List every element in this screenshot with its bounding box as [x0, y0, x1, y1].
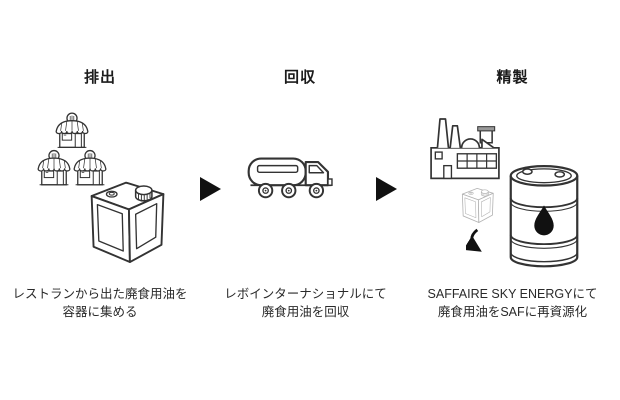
stage-label-collection: 回収	[283, 69, 316, 86]
caption-line: 廃食用油を回収	[261, 305, 350, 319]
stage-caption-refining: SAFFAIRE SKY ENERGYにて 廃食用油をSAFに再資源化	[405, 285, 620, 321]
stage-caption-discharge: レストランから出た廃食用油を 容器に集める	[0, 285, 200, 321]
oil-drum-icon	[509, 164, 579, 268]
caption-line: レストランから出た廃食用油を	[12, 287, 188, 301]
flow-arrow-icon	[376, 177, 397, 201]
caption-line: 容器に集める	[62, 305, 138, 319]
oil-droplet-icon	[534, 205, 554, 236]
small-can-icon	[459, 183, 497, 225]
tank-truck-icon	[247, 157, 333, 199]
factory-icon	[430, 118, 500, 180]
truck-wheels	[257, 182, 325, 199]
stage-label-discharge: 排出	[83, 69, 116, 86]
caption-line: レボインターナショナルにて	[224, 287, 387, 301]
caption-line: 廃食用油をSAFに再資源化	[437, 305, 588, 319]
stage-caption-collection: レボインターナショナルにて 廃食用油を回収	[203, 285, 408, 321]
oil-can-icon	[84, 170, 172, 268]
caption-line: SAFFAIRE SKY ENERGYにて	[427, 287, 598, 301]
curved-arrow-icon	[466, 228, 482, 252]
flow-arrow-icon	[200, 177, 221, 201]
stage-label-refining: 精製	[496, 69, 529, 86]
